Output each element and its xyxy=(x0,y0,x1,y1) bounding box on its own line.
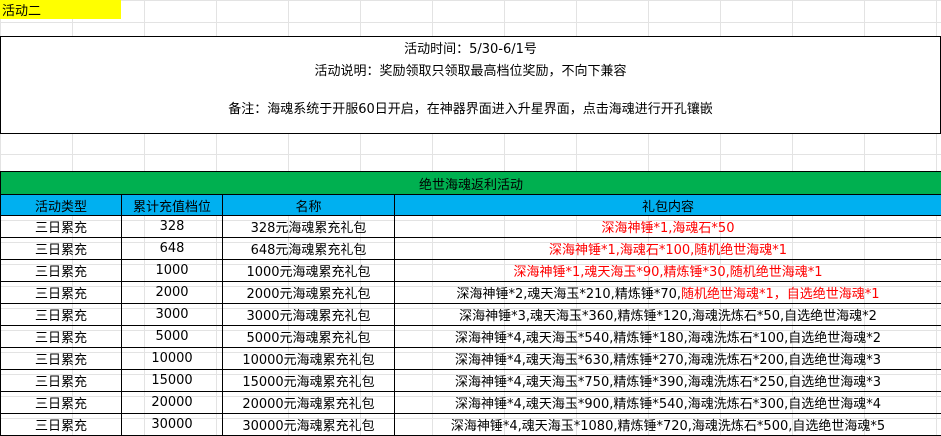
content-text: 深海神锤*4,魂天海玉*750,精炼锤*390,海魂洗炼石*250,自选绝世海魂… xyxy=(455,375,881,390)
package-content-cell[interactable]: 深海神锤*2,魂天海玉*210,精炼锤*70,随机绝世海魂*1，自选绝世海魂*1 xyxy=(395,282,941,304)
content-text: 深海神锤*4,魂天海玉*630,精炼锤*270,海魂洗炼石*200,自选绝世海魂… xyxy=(455,353,881,368)
package-name-cell[interactable]: 10000元海魂累充礼包 xyxy=(223,348,395,370)
package-content-cell[interactable]: 深海神锤*1,魂天海玉*90,精炼锤*30,随机绝世海魂*1 xyxy=(395,260,941,282)
package-name-cell[interactable]: 648元海魂累充礼包 xyxy=(223,238,395,260)
package-name-cell[interactable]: 30000元海魂累充礼包 xyxy=(223,414,395,436)
package-name-cell[interactable]: 5000元海魂累充礼包 xyxy=(223,326,395,348)
content-text: 深海神锤*4,魂天海玉*900,精炼锤*540,海魂洗炼石*300,自选绝世海魂… xyxy=(455,397,881,412)
package-content-cell[interactable]: 深海神锤*1,海魂石*50 xyxy=(395,216,941,238)
activity-type-cell[interactable]: 三日累充 xyxy=(1,326,122,348)
package-name-cell[interactable]: 3000元海魂累充礼包 xyxy=(223,304,395,326)
recharge-tier-cell[interactable]: 3000 xyxy=(122,304,223,326)
package-content-cell[interactable]: 深海神锤*1,海魂石*100,随机绝世海魂*1 xyxy=(395,238,941,260)
recharge-tier-cell[interactable]: 648 xyxy=(122,238,223,260)
content-text: 深海神锤*3,魂天海玉*360,精炼锤*120,海魂洗炼石*50,自选绝世海魂*… xyxy=(459,309,877,324)
activity-type-cell[interactable]: 三日累充 xyxy=(1,216,122,238)
package-name-cell[interactable]: 2000元海魂累充礼包 xyxy=(223,282,395,304)
content-text: 深海神锤*4,魂天海玉*1080,精炼锤*720,海魂洗炼石*500,自选绝世海… xyxy=(451,419,885,434)
recharge-tier-cell[interactable]: 20000 xyxy=(122,392,223,414)
header-name[interactable]: 名称 xyxy=(223,195,395,216)
content-text: 深海神锤*2,魂天海玉*210,精炼锤*70, xyxy=(456,287,681,302)
recharge-tier-cell[interactable]: 1000 xyxy=(122,260,223,282)
recharge-tier-cell[interactable]: 5000 xyxy=(122,326,223,348)
recharge-tier-cell[interactable]: 328 xyxy=(122,216,223,238)
content-highlight-text: 随机绝世海魂*1，自选绝世海魂*1 xyxy=(681,287,880,302)
recharge-tier-cell[interactable]: 2000 xyxy=(122,282,223,304)
package-content-cell[interactable]: 深海神锤*4,魂天海玉*630,精炼锤*270,海魂洗炼石*200,自选绝世海魂… xyxy=(395,348,941,370)
activity-type-cell[interactable]: 三日累充 xyxy=(1,304,122,326)
activity-note-cell[interactable]: 备注：海魂系统于开服60日开启，在神器界面进入升星界面，点击海魂进行开孔镶嵌 xyxy=(0,81,941,134)
activity-type-cell[interactable]: 三日累充 xyxy=(1,260,122,282)
package-content-cell[interactable]: 深海神锤*3,魂天海玉*360,精炼锤*120,海魂洗炼石*50,自选绝世海魂*… xyxy=(395,304,941,326)
recharge-tier-cell[interactable]: 15000 xyxy=(122,370,223,392)
package-content-cell[interactable]: 深海神锤*4,魂天海玉*540,精炼锤*180,海魂洗炼石*100,自选绝世海魂… xyxy=(395,326,941,348)
table-banner[interactable]: 绝世海魂返利活动 xyxy=(1,172,941,195)
activity-type-cell[interactable]: 三日累充 xyxy=(1,414,122,436)
header-recharge-tier[interactable]: 累计充值档位 xyxy=(122,195,223,216)
header-activity-type[interactable]: 活动类型 xyxy=(1,195,122,216)
sheet-title-cell[interactable]: 活动二 xyxy=(0,0,121,19)
activity-description-cell[interactable]: 活动说明：奖励领取只领取最高档位奖励，不向下兼容 xyxy=(0,58,941,82)
recharge-tier-cell[interactable]: 30000 xyxy=(122,414,223,436)
package-content-cell[interactable]: 深海神锤*4,魂天海玉*750,精炼锤*390,海魂洗炼石*250,自选绝世海魂… xyxy=(395,370,941,392)
package-name-cell[interactable]: 328元海魂累充礼包 xyxy=(223,216,395,238)
package-content-cell[interactable]: 深海神锤*4,魂天海玉*900,精炼锤*540,海魂洗炼石*300,自选绝世海魂… xyxy=(395,392,941,414)
activity-type-cell[interactable]: 三日累充 xyxy=(1,392,122,414)
activity-time-cell[interactable]: 活动时间：5/30-6/1号 xyxy=(0,36,941,59)
package-name-cell[interactable]: 15000元海魂累充礼包 xyxy=(223,370,395,392)
package-name-cell[interactable]: 20000元海魂累充礼包 xyxy=(223,392,395,414)
content-text: 深海神锤*4,魂天海玉*540,精炼锤*180,海魂洗炼石*100,自选绝世海魂… xyxy=(455,331,881,346)
package-name-cell[interactable]: 1000元海魂累充礼包 xyxy=(223,260,395,282)
activity-type-cell[interactable]: 三日累充 xyxy=(1,238,122,260)
activity-type-cell[interactable]: 三日累充 xyxy=(1,282,122,304)
header-package-content[interactable]: 礼包内容 xyxy=(395,195,941,216)
activity-type-cell[interactable]: 三日累充 xyxy=(1,348,122,370)
package-content-cell[interactable]: 深海神锤*4,魂天海玉*1080,精炼锤*720,海魂洗炼石*500,自选绝世海… xyxy=(395,414,941,436)
recharge-tier-cell[interactable]: 10000 xyxy=(122,348,223,370)
activity-type-cell[interactable]: 三日累充 xyxy=(1,370,122,392)
